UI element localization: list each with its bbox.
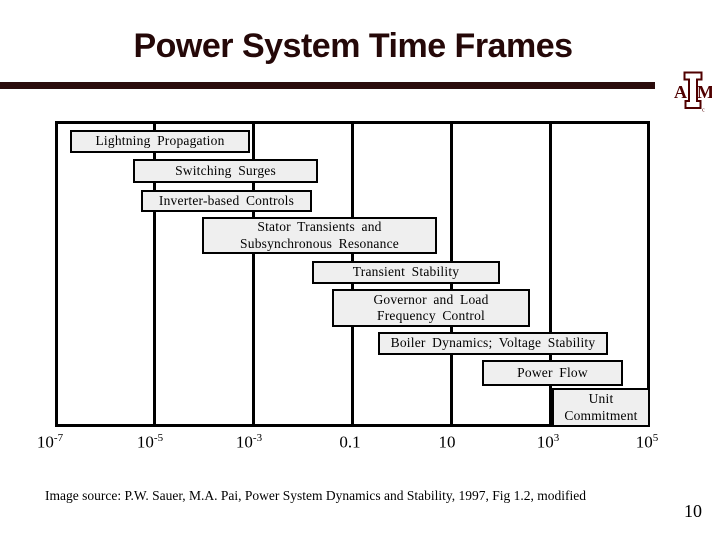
timeline-box-power-flow: Power Flow [482,360,623,386]
box-label-line2: Subsynchronous Resonance [240,235,399,251]
page-title: Power System Time Frames [133,27,573,65]
timeline-box-switching-surges: Switching Surges [133,159,318,183]
timeline-box-transient-stability: Transient Stability [312,261,500,284]
box-label: Inverter-based Controls [158,192,295,208]
tick-base: 10 [536,432,554,452]
tick-base: 10 [635,432,653,452]
axis-tick-1e5: 105 [636,432,659,453]
box-label: Power Flow [517,364,588,380]
axis-tick-1e-7: 10-7 [37,432,63,453]
timeline-box-lightning-propagation: Lightning Propagation [70,130,250,153]
timeline-box-governor-load-frequency-control: Governor and Load Frequency Control [332,289,530,327]
tick-base: 10 [235,432,253,452]
tick-exponent: -5 [153,432,164,444]
tick-exponent: -3 [252,432,263,444]
tamu-logo: A M c [674,70,714,114]
tick-exponent: -7 [53,432,64,444]
logo-block-t [683,71,703,109]
tamu-atm-icon: A M c [674,71,714,114]
gridline-1e-3 [252,121,255,427]
axis-tick-1e-5: 10-5 [137,432,163,453]
tick-exponent: 3 [553,432,560,444]
timeline-box-stator-transients-ssr: Stator Transients and Subsynchronous Res… [202,217,437,254]
axis-tick-1e-3: 10-3 [236,432,262,453]
timeline-box-inverter-based-controls: Inverter-based Controls [141,190,312,212]
tick-base: 10 [438,432,456,452]
tick-exponent: 5 [652,432,659,444]
axis-tick-1e3: 103 [537,432,560,453]
tick-base: 0.1 [339,432,361,452]
box-label: Transient Stability [352,264,460,280]
axis-tick-10: 10 [439,432,456,453]
timeline-box-boiler-dynamics-voltage-stability: Boiler Dynamics; Voltage Stability [378,332,608,355]
box-label: Lightning Propagation [95,133,225,149]
box-label-line2: Frequency Control [376,308,485,323]
box-label: Switching Surges [175,162,276,178]
title-underline [0,82,655,89]
box-label: Stator Transients and [257,219,382,235]
page-number: 10 [684,501,702,521]
logo-trademark-mark: c [702,108,705,113]
image-source-caption: Image source: P.W. Sauer, M.A. Pai, Powe… [45,488,587,503]
tick-base: 10 [136,432,154,452]
tick-base: 10 [36,432,54,452]
box-label: Boiler Dynamics; Voltage Stability [390,335,596,351]
timeline-box-unit-commitment: Unit Commitment [552,388,650,427]
box-label: Governor and Load [373,291,489,307]
logo-letter-a: A [674,82,687,102]
box-label: Unit [588,391,614,407]
gridline-1e3 [549,121,552,427]
gridline-1e-5 [153,121,156,427]
axis-tick-0.1: 0.1 [339,432,360,453]
box-label-line2: Commitment [564,407,638,423]
logo-letter-m: M [697,82,712,102]
